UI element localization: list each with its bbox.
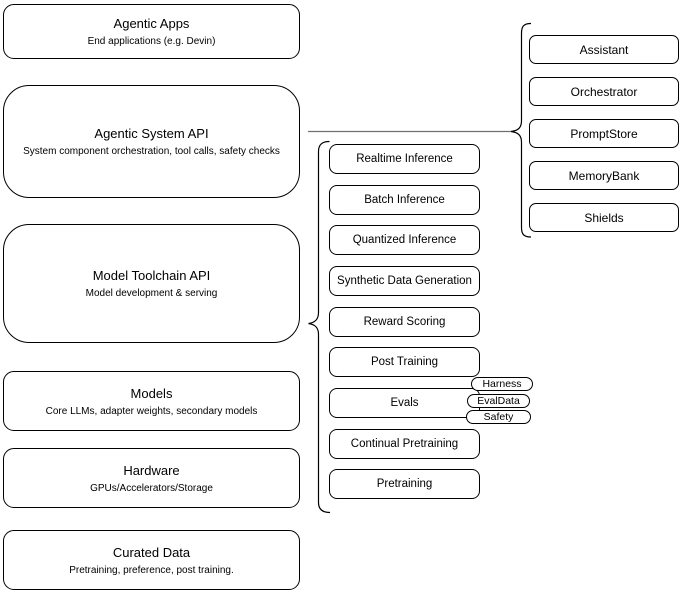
box-label: Synthetic Data Generation: [337, 274, 472, 287]
box-pretraining: Pretraining: [329, 469, 480, 499]
box-label: MemoryBank: [568, 168, 640, 183]
box-label: Pretraining: [376, 477, 433, 490]
box-title: Models: [130, 385, 173, 401]
box-label: Batch Inference: [364, 193, 445, 206]
box-subtitle: System component orchestration, tool cal…: [23, 146, 280, 157]
box-title: Hardware: [123, 462, 180, 478]
box-reward-scoring: Reward Scoring: [329, 307, 480, 337]
box-label: Assistant: [579, 42, 629, 57]
box-assistant: Assistant: [529, 35, 679, 64]
box-agentic-system-api: Agentic System API System component orch…: [3, 85, 300, 198]
box-subtitle: GPUs/Accelerators/Storage: [90, 482, 213, 494]
box-title: Curated Data: [112, 544, 191, 560]
box-synthetic-data-generation: Synthetic Data Generation: [329, 266, 480, 296]
box-label: Continual Pretraining: [350, 437, 459, 450]
box-evals: Evals: [329, 388, 480, 418]
box-title: Agentic System API: [94, 126, 209, 141]
box-memorybank: MemoryBank: [529, 161, 679, 190]
box-subtitle: End applications (e.g. Devin): [87, 36, 216, 47]
box-hardware: Hardware GPUs/Accelerators/Storage: [3, 448, 300, 508]
toolchain-brace: [308, 140, 331, 514]
box-label: Realtime Inference: [356, 152, 453, 165]
box-continual-pretraining: Continual Pretraining: [329, 429, 480, 459]
tag-label: Safety: [483, 410, 514, 423]
box-subtitle: Model development & serving: [85, 288, 218, 299]
system-api-brace: [510, 22, 532, 238]
box-label: Evals: [390, 396, 419, 409]
box-batch-inference: Batch Inference: [329, 185, 480, 215]
box-realtime-inference: Realtime Inference: [329, 144, 480, 174]
box-subtitle: Pretraining, preference, post training.: [69, 564, 234, 576]
box-label: PromptStore: [570, 126, 638, 141]
box-quantized-inference: Quantized Inference: [329, 225, 480, 255]
box-orchestrator: Orchestrator: [529, 77, 679, 106]
box-subtitle: Core LLMs, adapter weights, secondary mo…: [45, 405, 258, 417]
tag-label: Harness: [482, 377, 522, 390]
tag-harness: Harness: [471, 377, 533, 391]
tag-safety: Safety: [466, 410, 531, 424]
box-agentic-apps: Agentic Apps End applications (e.g. Devi…: [3, 4, 300, 59]
box-title: Model Toolchain API: [92, 268, 211, 283]
box-label: Post Training: [370, 355, 439, 368]
tag-label: EvalData: [477, 394, 520, 407]
box-promptstore: PromptStore: [529, 119, 679, 148]
box-label: Quantized Inference: [352, 233, 457, 246]
box-label: Shields: [584, 210, 624, 225]
tag-evaldata: EvalData: [467, 394, 530, 408]
box-label: Orchestrator: [570, 84, 638, 99]
box-title: Agentic Apps: [113, 16, 190, 31]
box-shields: Shields: [529, 203, 679, 232]
box-post-training: Post Training: [329, 347, 480, 377]
box-models: Models Core LLMs, adapter weights, secon…: [3, 371, 300, 431]
box-model-toolchain-api: Model Toolchain API Model development & …: [3, 224, 300, 343]
box-label: Reward Scoring: [363, 315, 446, 328]
box-curated-data: Curated Data Pretraining, preference, po…: [3, 530, 300, 590]
